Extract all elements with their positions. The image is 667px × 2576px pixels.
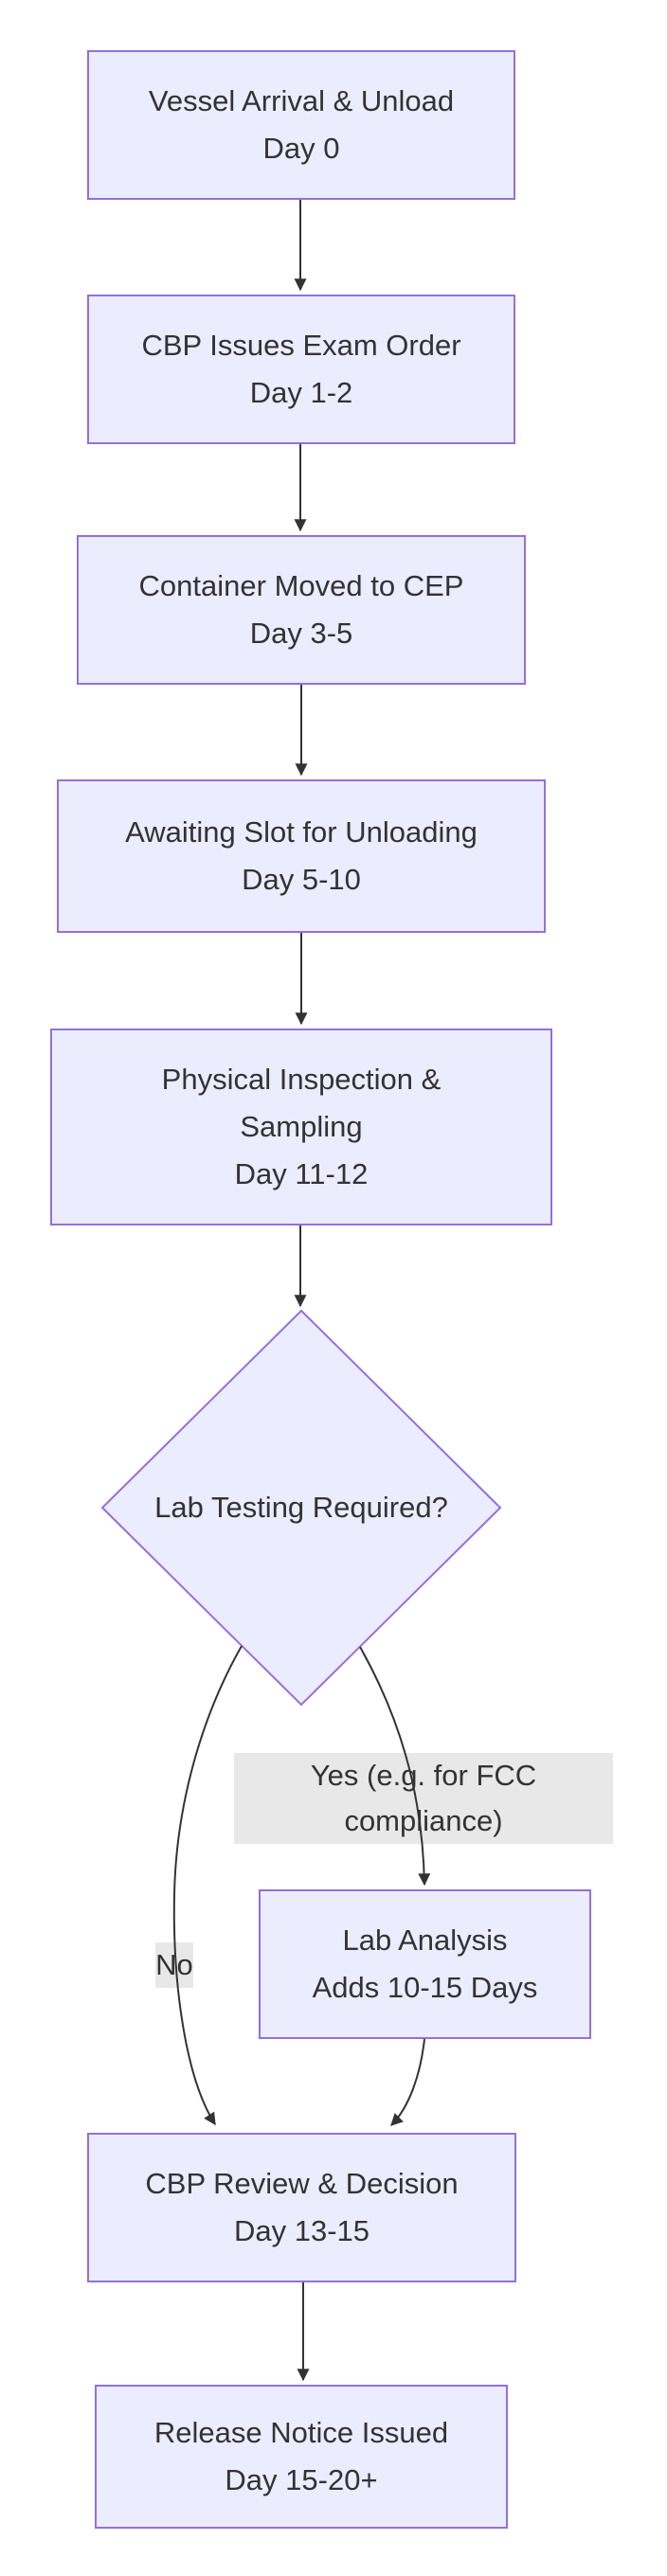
- node-sublabel: Day 13-15: [233, 2214, 370, 2247]
- edge-label-text: No: [155, 1948, 193, 1981]
- node-vessel-arrival: Vessel Arrival & Unload Day 0: [87, 50, 515, 200]
- edge-label-text: Yes (e.g. for FCC: [310, 1759, 537, 1792]
- node-sublabel: Day 15-20+: [225, 2463, 378, 2496]
- node-release-notice: Release Notice Issued Day 15-20+: [95, 2385, 508, 2529]
- edge-label-text: compliance): [344, 1804, 503, 1837]
- node-label: CBP Review & Decision: [145, 2167, 459, 2200]
- edge-label-no: No: [155, 1942, 193, 1988]
- node-physical-inspection: Physical Inspection & Sampling Day 11-12: [50, 1029, 552, 1225]
- node-label: Awaiting Slot for Unloading: [125, 815, 478, 849]
- node-label: Release Notice Issued: [153, 2416, 449, 2449]
- edge-decision-no-to-review: [172, 1645, 243, 2126]
- node-lab-analysis: Lab Analysis Adds 10-15 Days: [259, 1889, 591, 2039]
- node-sublabel: Day 0: [262, 132, 340, 165]
- edge-lab-to-review: [390, 2038, 425, 2126]
- node-cbp-exam-order: CBP Issues Exam Order Day 1-2: [87, 295, 515, 444]
- node-sublabel: Day 3-5: [249, 617, 353, 650]
- node-sublabel: Day 11-12: [234, 1157, 369, 1190]
- node-cbp-review-decision: CBP Review & Decision Day 13-15: [87, 2133, 516, 2282]
- node-label: Container Moved to CEP: [138, 569, 464, 602]
- node-container-moved-cep: Container Moved to CEP Day 3-5: [77, 535, 526, 685]
- node-lab-testing-decision: Lab Testing Required?: [102, 1311, 500, 1705]
- node-sublabel: Day 1-2: [249, 376, 353, 409]
- node-label: CBP Issues Exam Order: [141, 329, 461, 362]
- node-sublabel: Day 5-10: [242, 863, 361, 896]
- node-label: Vessel Arrival & Unload: [148, 84, 455, 117]
- node-label: Sampling: [240, 1110, 363, 1143]
- edge-label-yes: Yes (e.g. for FCC compliance): [234, 1753, 613, 1844]
- node-label: Physical Inspection &: [161, 1063, 442, 1096]
- node-label: Lab Analysis: [342, 1923, 508, 1957]
- decision-label: Lab Testing Required?: [154, 1491, 448, 1524]
- node-sublabel: Adds 10-15 Days: [312, 1971, 538, 2004]
- node-awaiting-slot: Awaiting Slot for Unloading Day 5-10: [57, 779, 546, 933]
